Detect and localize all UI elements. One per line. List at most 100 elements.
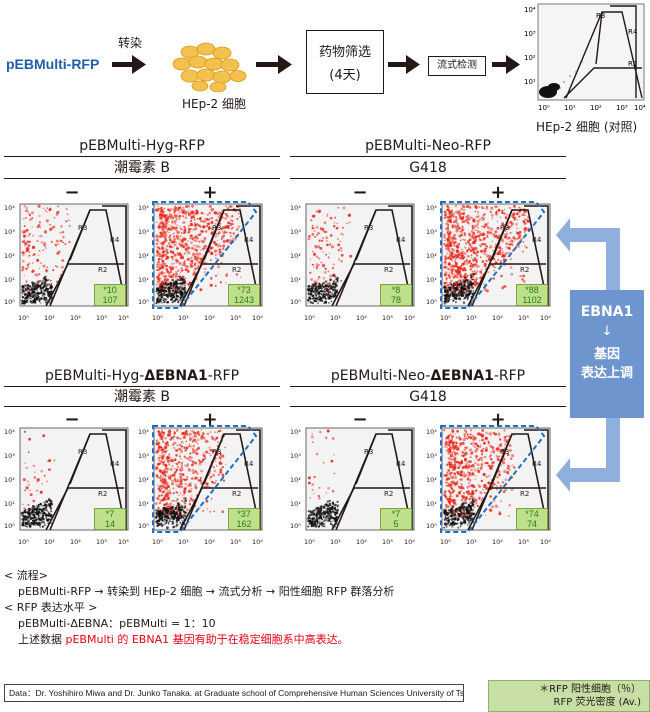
rfp-positive-pct: *88 (525, 285, 539, 295)
gate-lines (45, 205, 127, 307)
red-cell-points (21, 430, 56, 518)
x-tick-label: 10² (356, 314, 367, 322)
flow-text: pEBMulti-RFP → 转染到 HEp-2 细胞 → 流式分析 → 阳性细… (18, 585, 395, 598)
black-cell-points (20, 498, 53, 529)
control-xtick-2: 10² (590, 104, 602, 112)
y-tick-label: 10³ (138, 452, 149, 460)
r4-label: R4 (396, 460, 406, 468)
y-tick-label: 10² (138, 252, 149, 260)
x-tick-label: 10¹ (44, 314, 55, 322)
x-tick-label: 10¹ (330, 538, 341, 546)
control-xtick-3: 10³ (616, 104, 628, 112)
dashed-gate-region (440, 425, 546, 533)
panel3-title-pre: pEBMulti-Hyg- (44, 368, 145, 384)
control-r3-label: R3 (596, 12, 605, 20)
panel4-title-post: -RFP (493, 368, 526, 384)
y-tick-label: 10¹ (138, 500, 149, 508)
ebna-down-arrow-icon: ↓ (601, 324, 613, 339)
ebna-box: EBNA1 ↓ 基因 表达上调 (570, 290, 644, 418)
panel3-rule (4, 386, 280, 387)
y-tick-label: 10² (138, 476, 149, 484)
x-tick-label: 10¹ (178, 314, 189, 322)
rfp-intensity-av: 1243 (233, 295, 255, 305)
y-tick-label: 10⁰ (290, 298, 301, 306)
control-label: HEp-2 细胞 (对照) (536, 120, 638, 134)
x-tick-label: 10³ (382, 314, 393, 322)
x-tick-label: 10¹ (466, 314, 477, 322)
days-label: (4天) (329, 68, 361, 83)
r4-label: R4 (532, 460, 542, 468)
control-r2-label: R2 (628, 60, 637, 68)
y-tick-label: 10⁴ (4, 428, 15, 436)
rfp-intensity-av: 162 (236, 519, 252, 529)
x-tick-label: 10² (70, 314, 81, 322)
y-tick-label: 10⁴ (4, 204, 15, 212)
panel3-title-bold: ΔEBNA1 (144, 368, 208, 384)
cell-label: HEp-2 细胞 (182, 97, 247, 111)
r2-label: R2 (232, 490, 241, 498)
flow-header: < 流程> (4, 569, 48, 582)
gate-lines (467, 429, 549, 531)
control-xtick-0: 10⁰ (538, 104, 550, 112)
dashed-gate-region (440, 201, 546, 309)
x-tick-label: 10³ (230, 314, 241, 322)
r3-label: R3 (78, 448, 87, 456)
red-cell-points (154, 204, 243, 294)
flow-detection-box: 流式检测 (428, 56, 486, 76)
y-tick-label: 10⁴ (426, 204, 437, 212)
r3-label: R3 (212, 448, 221, 456)
p2-minus-sign: − (352, 182, 368, 203)
x-tick-label: 10² (204, 314, 215, 322)
r2-label: R2 (520, 490, 529, 498)
x-tick-label: 10⁰ (18, 538, 29, 546)
panel3-title-post: -RFP (207, 368, 240, 384)
y-tick-label: 10² (4, 252, 15, 260)
y-tick-label: 10¹ (426, 276, 437, 284)
control-ytick-2: 10² (524, 54, 536, 62)
panel4-title-pre: pEBMulti-Neo- (330, 368, 431, 384)
rfp-intensity-av: 74 (526, 519, 537, 529)
r2-label: R2 (98, 266, 107, 274)
conclusion-pre: 上述数据 (18, 633, 62, 646)
x-tick-label: 10⁰ (152, 314, 163, 322)
r2-label: R2 (384, 266, 393, 274)
rfp-intensity-av: 14 (104, 519, 115, 529)
notes-block: < 流程> pEBMulti-RFP → 转染到 HEp-2 细胞 → 流式分析… (4, 568, 644, 648)
y-tick-label: 10³ (138, 228, 149, 236)
x-tick-label: 10³ (230, 538, 241, 546)
legend-line1: ＊RFP 阳性细胞（％） (539, 684, 641, 695)
r3-label: R3 (212, 224, 221, 232)
red-cell-points (443, 204, 530, 294)
ratio-text: pEBMulti-ΔEBNA：pEBMulti = 1：10 (18, 617, 216, 630)
r4-label: R4 (532, 236, 542, 244)
panel3-title: pEBMulti-Hyg-ΔEBNA1-RFP (4, 368, 280, 384)
y-tick-label: 10⁴ (138, 428, 149, 436)
gate-lines (45, 429, 127, 531)
y-tick-label: 10¹ (290, 276, 301, 284)
rfp-intensity-av: 107 (102, 295, 118, 305)
y-tick-label: 10⁰ (4, 298, 15, 306)
y-tick-label: 10⁰ (4, 522, 15, 530)
panel1-rule-bottom (4, 178, 280, 179)
gate-lines (331, 205, 413, 307)
panel4-title: pEBMulti-Neo-ΔEBNA1-RFP (290, 368, 566, 384)
x-tick-label: 10³ (382, 538, 393, 546)
legend-line2: RFP 荧光密度 (Av.) (553, 697, 641, 708)
y-tick-label: 10² (426, 476, 437, 484)
level-header: < RFP 表达水平 > (4, 601, 98, 614)
rfp-intensity-av: 5 (393, 519, 399, 529)
ebna-label: EBNA1 (580, 304, 634, 320)
x-tick-label: 10³ (518, 538, 529, 546)
r4-label: R4 (110, 236, 120, 244)
r2-label: R2 (98, 490, 107, 498)
p3-minus-sign: − (64, 409, 80, 430)
rfp-positive-pct: *8 (391, 285, 401, 295)
r3-label: R3 (364, 224, 373, 232)
